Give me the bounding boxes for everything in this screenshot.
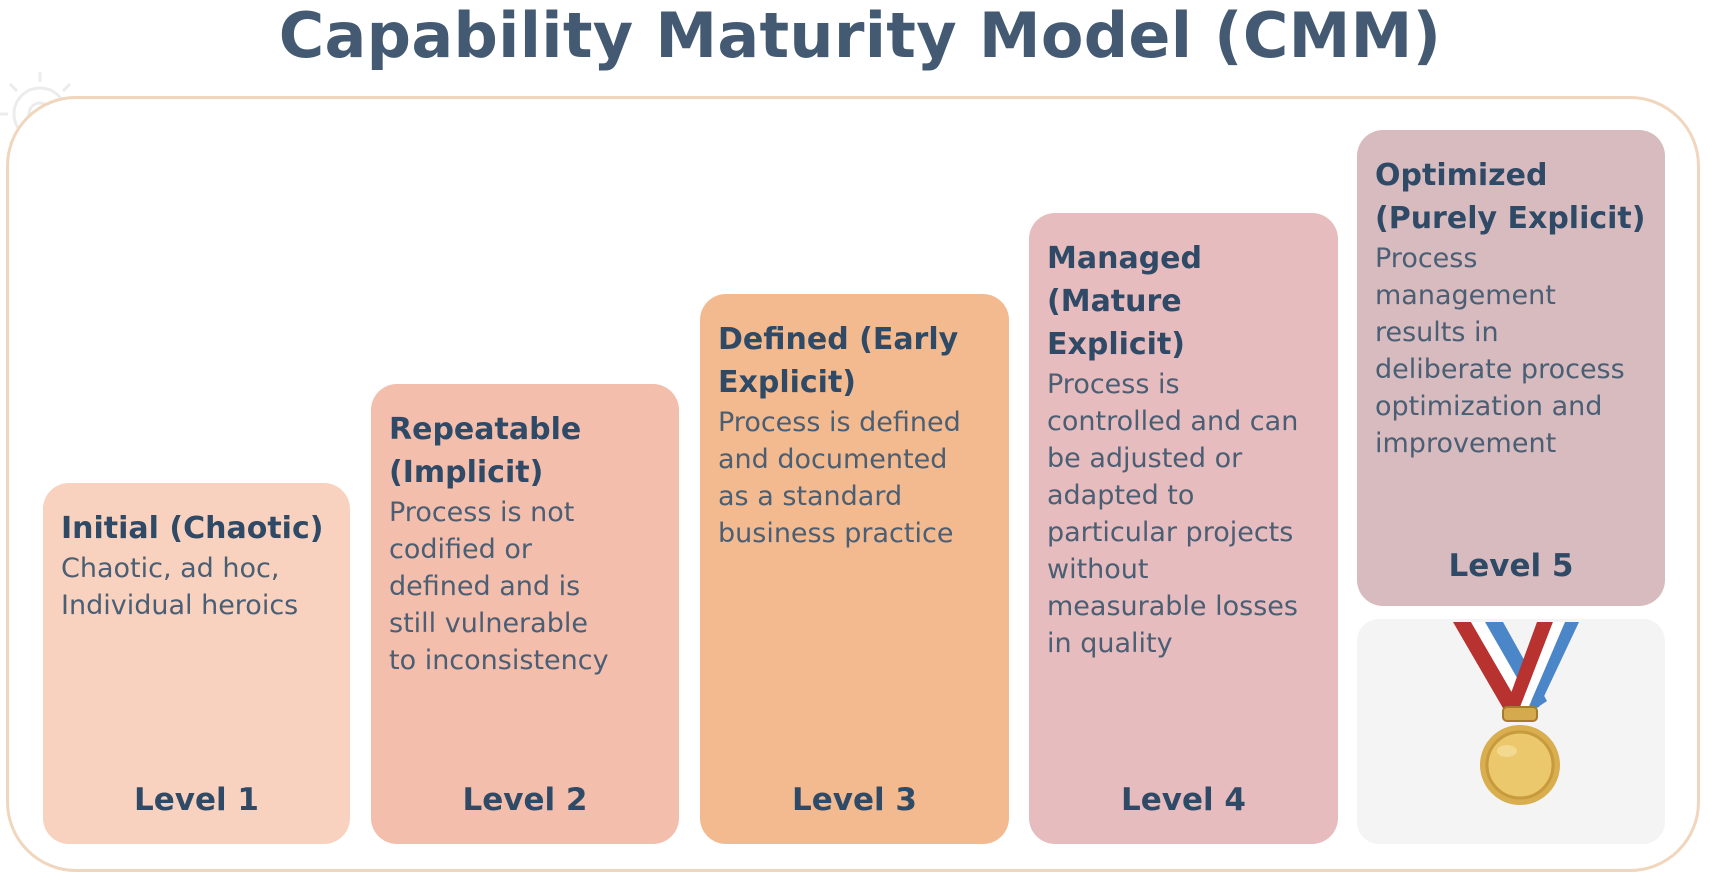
medal-icon xyxy=(1453,622,1579,805)
level-5-label: Level 5 xyxy=(1448,548,1574,584)
level-1-title: Initial (Chaotic) xyxy=(61,511,324,546)
level-3-title: Defined (Early Explicit) xyxy=(718,322,959,400)
level-4-card: Managed (Mature Explicit) Process is con… xyxy=(1029,213,1338,844)
level-3-label: Level 3 xyxy=(792,782,917,818)
level-4-description: Process is controlled and can be adjuste… xyxy=(1047,369,1299,659)
level-2-title: Repeatable (Implicit) xyxy=(389,412,582,490)
page-title: Capability Maturity Model (CMM) xyxy=(278,0,1442,72)
level-5-card: Optimized (Purely Explicit) Process mana… xyxy=(1357,130,1665,606)
level-2-label: Level 2 xyxy=(462,782,588,818)
level-5-description: Process management results in deliberate… xyxy=(1375,243,1625,459)
level-1-card: Initial (Chaotic) Chaotic, ad hoc, Indiv… xyxy=(43,483,350,844)
level-2-description: Process is not codified or defined and i… xyxy=(389,497,609,676)
level-4-label: Level 4 xyxy=(1121,782,1246,818)
level-1-label: Level 1 xyxy=(134,782,259,818)
level-1-description: Chaotic, ad hoc, Individual heroics xyxy=(61,553,299,621)
level-3-description: Process is defined and documented as a s… xyxy=(718,407,961,549)
level-4-title: Managed (Mature Explicit) xyxy=(1047,241,1202,362)
level-5-title: Optimized (Purely Explicit) xyxy=(1375,158,1646,236)
medal-panel xyxy=(1357,619,1665,844)
level-2-card: Repeatable (Implicit) Process is not cod… xyxy=(371,384,679,844)
level-3-card: Defined (Early Explicit) Process is defi… xyxy=(700,294,1009,844)
